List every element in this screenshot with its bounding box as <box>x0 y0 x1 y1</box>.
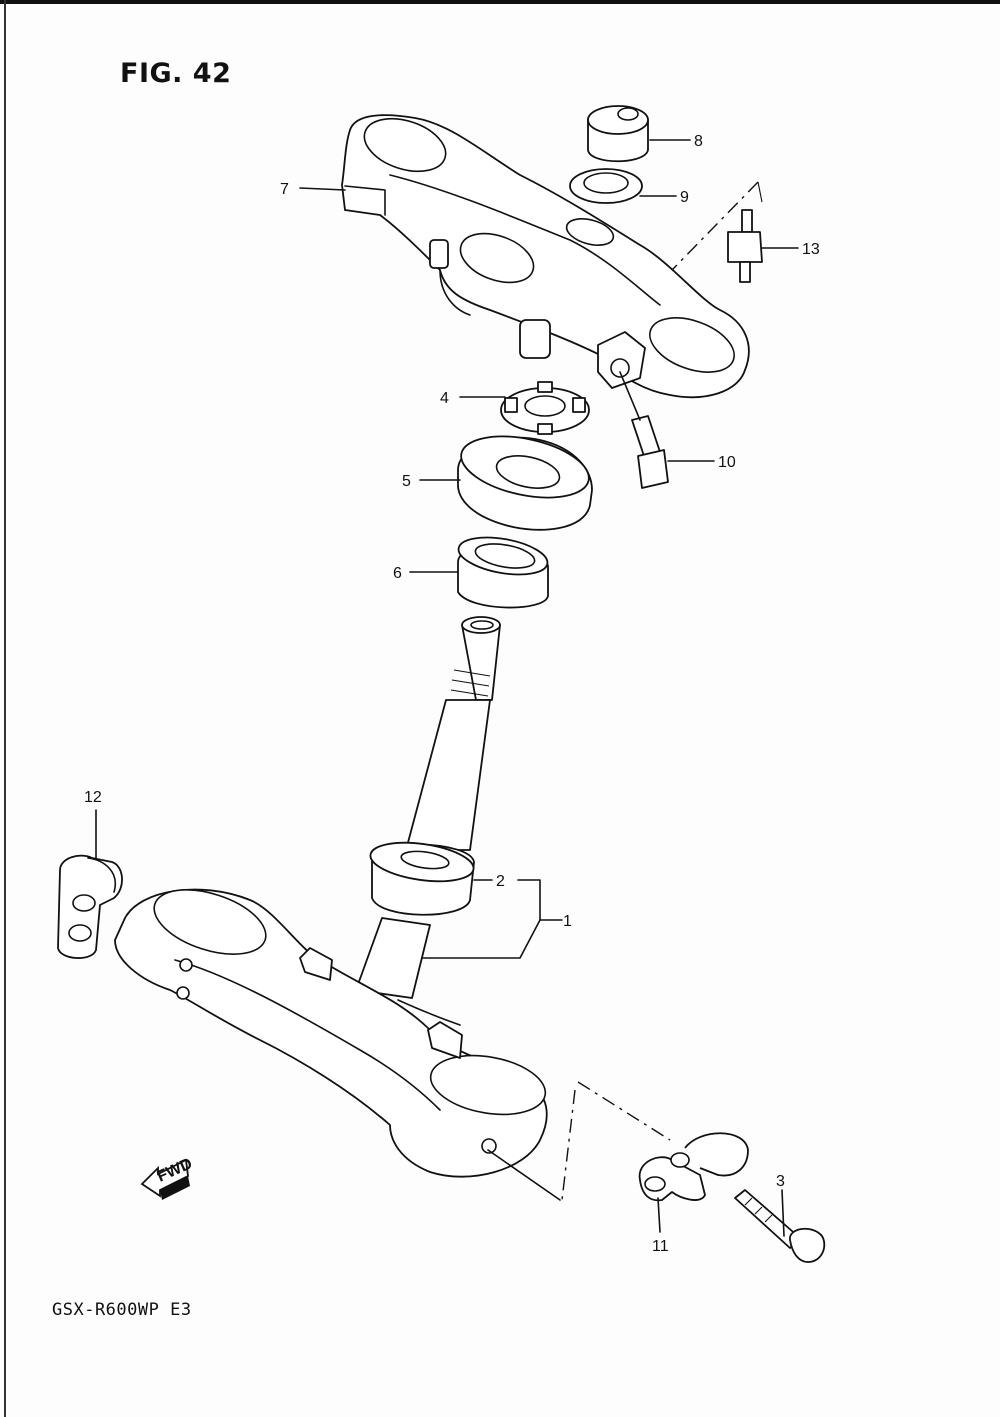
callout-1: 1 <box>563 913 572 930</box>
assembly-lines <box>487 181 763 1201</box>
callout-9: 9 <box>680 189 689 206</box>
stem-cap <box>587 105 649 163</box>
callout-5: 5 <box>402 473 411 490</box>
callout-2: 2 <box>496 873 505 890</box>
callout-labels: 1 2 3 4 5 6 7 8 9 10 11 12 13 <box>84 133 820 1255</box>
hose-guide-left <box>57 854 123 959</box>
dust-seal <box>457 435 593 531</box>
callout-7: 7 <box>280 181 289 198</box>
washer <box>569 168 643 204</box>
lower-bracket <box>114 888 548 1178</box>
model-code: GSX-R600WP E3 <box>52 1300 192 1320</box>
steering-stem <box>355 616 501 999</box>
upper-bracket <box>341 114 750 399</box>
figure-title: FIG. 42 <box>120 58 232 89</box>
callout-10: 10 <box>718 454 736 471</box>
hose-clamp <box>638 1132 749 1202</box>
pinch-bolt <box>631 415 669 489</box>
callout-11: 11 <box>652 1238 669 1255</box>
callout-4: 4 <box>440 390 449 407</box>
callout-8: 8 <box>694 133 703 150</box>
leader-lines <box>95 139 799 1237</box>
fwd-arrow-icon: FWD <box>140 1155 195 1200</box>
steering-lock-nut <box>500 381 590 435</box>
callout-12: 12 <box>84 789 102 806</box>
left-border <box>4 0 6 1417</box>
upper-bearing <box>457 536 549 609</box>
callout-13: 13 <box>802 241 820 258</box>
top-border <box>0 0 1000 4</box>
clamp-bolt <box>734 1189 826 1263</box>
stud-bolt <box>727 209 763 283</box>
callout-6: 6 <box>393 565 402 582</box>
callout-3: 3 <box>776 1173 785 1190</box>
